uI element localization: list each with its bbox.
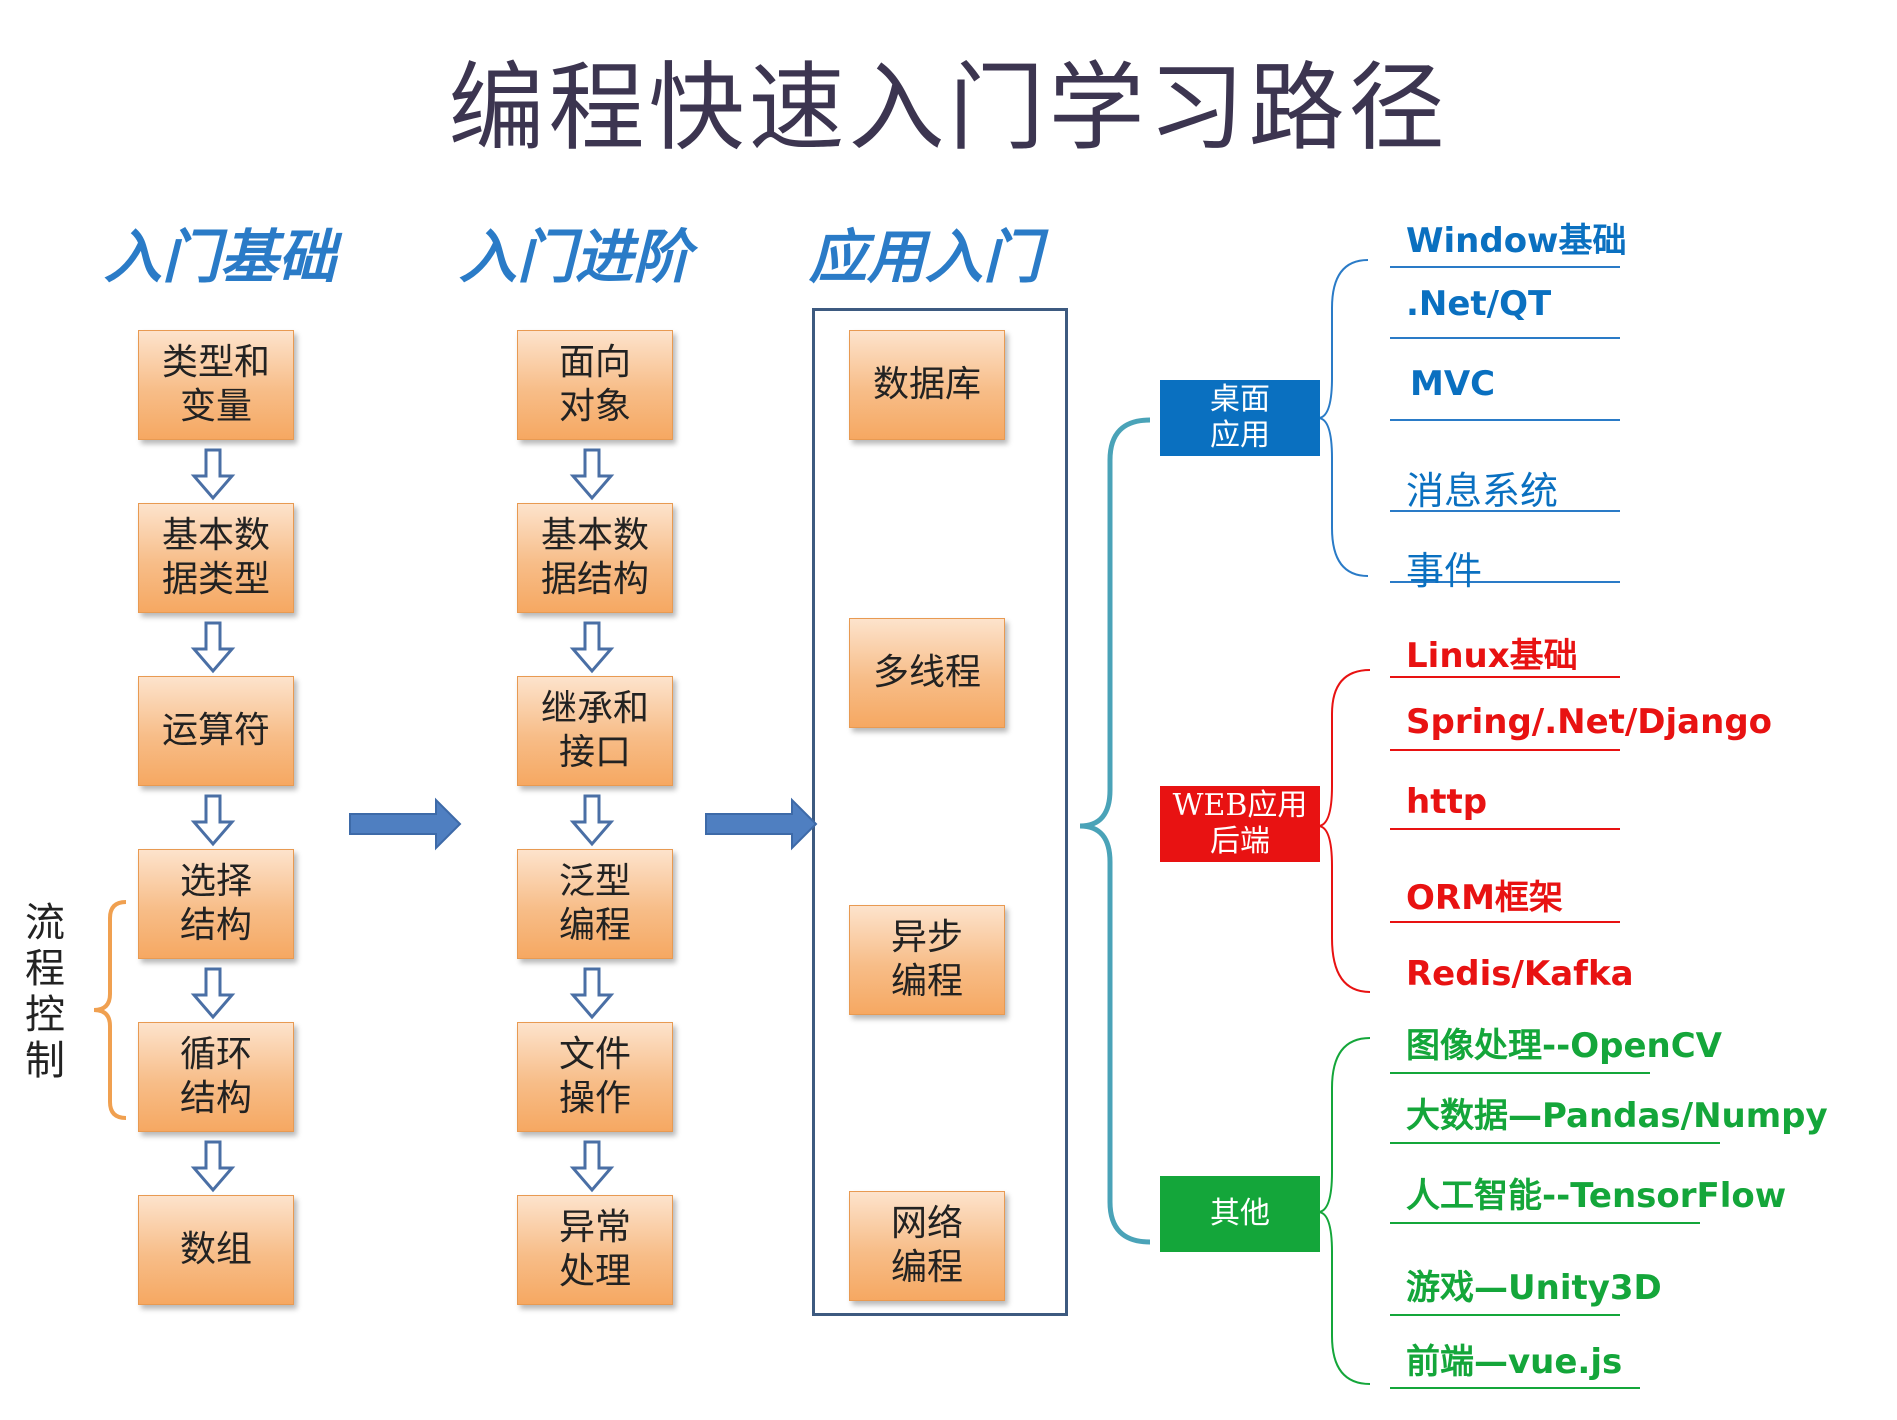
step-box: 数组: [138, 1195, 294, 1305]
applications-container: [812, 308, 1068, 1316]
category-desktop: 桌面 应用: [1160, 380, 1320, 456]
topic-item: Linux基础: [1406, 636, 1578, 676]
topic-item: 游戏—Unity3D: [1406, 1268, 1662, 1308]
right-arrow-icon: [349, 797, 462, 851]
down-arrow-icons: [190, 448, 615, 1193]
app-box: 多线程: [849, 618, 1005, 728]
right-arrow-icon: [705, 797, 818, 851]
flow-control-brace: [93, 900, 127, 1120]
topic-item: 图像处理--OpenCV: [1406, 1026, 1722, 1066]
step-box: 运算符: [138, 676, 294, 786]
column-heading-applications: 应用入门: [808, 223, 1041, 291]
category-brace: [1079, 417, 1151, 1245]
step-box: 基本数 据类型: [138, 503, 294, 613]
down-arrow-icon: [190, 794, 236, 847]
down-arrow-icon: [569, 621, 615, 674]
topic-item: 前端—vue.js: [1406, 1342, 1623, 1382]
step-box: 基本数 据结构: [517, 503, 673, 613]
topic-item: 大数据—Pandas/Numpy: [1406, 1096, 1828, 1136]
step-box: 循环 结构: [138, 1022, 294, 1132]
column-heading-advanced: 入门进阶: [458, 223, 691, 291]
app-box: 异步 编程: [849, 905, 1005, 1015]
flow-control-label: 流 程 控 制: [25, 900, 65, 1084]
step-box: 异常 处理: [517, 1195, 673, 1305]
topic-item: MVC: [1410, 364, 1496, 404]
step-box: 文件 操作: [517, 1022, 673, 1132]
desktop-branches: [1317, 259, 1620, 583]
web-branches: [1317, 669, 1620, 993]
step-box: 继承和 接口: [517, 676, 673, 786]
topic-item: Redis/Kafka: [1406, 954, 1634, 994]
topic-item: 人工智能--TensorFlow: [1406, 1176, 1787, 1216]
down-arrow-icon: [569, 448, 615, 501]
topic-item: ORM框架: [1406, 878, 1563, 918]
app-box: 数据库: [849, 330, 1005, 440]
category-other: 其他: [1160, 1176, 1320, 1252]
page-title: 编程快速入门学习路径: [448, 52, 1449, 164]
app-box: 网络 编程: [849, 1191, 1005, 1301]
step-box: 选择 结构: [138, 849, 294, 959]
topic-item: Spring/.Net/Django: [1406, 702, 1773, 742]
topic-item: http: [1406, 782, 1488, 822]
topic-item: 消息系统: [1406, 469, 1559, 513]
down-arrow-icon: [190, 1140, 236, 1193]
down-arrow-icon: [569, 1140, 615, 1193]
down-arrow-icon: [190, 621, 236, 674]
topic-item: Window基础: [1406, 221, 1627, 261]
step-box: 类型和 变量: [138, 330, 294, 440]
topic-item: 事件: [1406, 549, 1483, 593]
topic-item: .Net/QT: [1406, 284, 1552, 324]
step-box: 面向 对象: [517, 330, 673, 440]
down-arrow-icon: [569, 794, 615, 847]
down-arrow-icon: [569, 967, 615, 1020]
category-web-backend: WEB应用 后端: [1160, 786, 1320, 862]
column-heading-basics: 入门基础: [103, 223, 336, 291]
down-arrow-icon: [190, 967, 236, 1020]
other-branches: [1317, 1037, 1720, 1389]
down-arrow-icon: [190, 448, 236, 501]
step-box: 泛型 编程: [517, 849, 673, 959]
